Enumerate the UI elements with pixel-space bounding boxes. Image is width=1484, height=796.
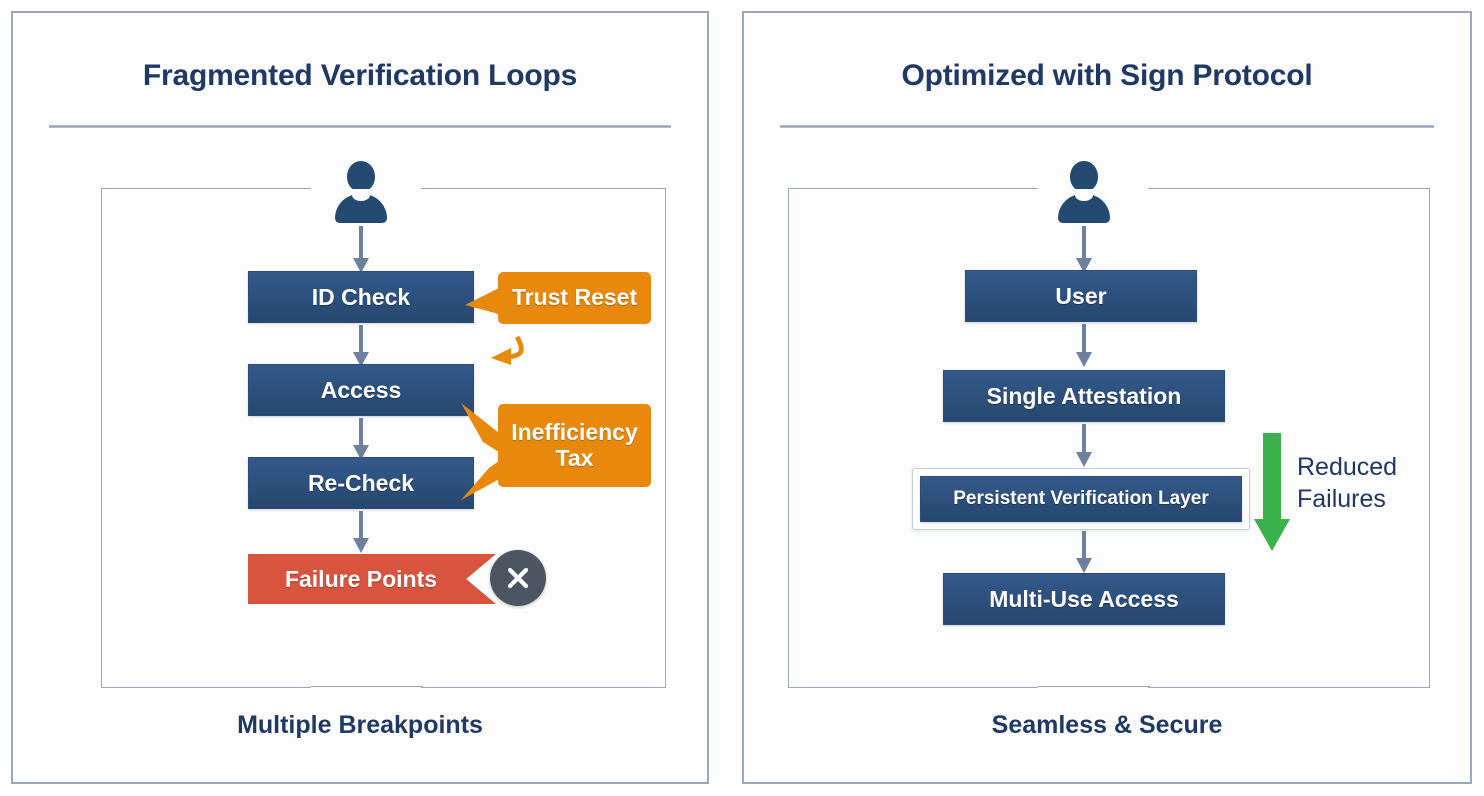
side-note-reduced-failures: Reduced Failures: [1297, 451, 1397, 515]
callout-label-line1: Inefficiency: [511, 418, 638, 445]
step-label: Persistent Verification Layer: [953, 488, 1209, 509]
connector-avatar-to-user: [1076, 226, 1092, 273]
callout-label-line2: Tax: [555, 444, 594, 471]
connector-access-to-recheck: [353, 418, 369, 460]
connector-idcheck-to-access: [353, 325, 369, 367]
step-label: Single Attestation: [986, 382, 1182, 409]
step-box-re-check[interactable]: Re-Check: [248, 457, 474, 509]
title-divider-left: [49, 125, 671, 128]
step-label: User: [1055, 282, 1107, 309]
title-divider-right: [780, 125, 1434, 128]
inner-frame-bottom-bridge: [311, 686, 423, 688]
inner-frame-left-segment: [788, 188, 1038, 688]
panel-optimized-sign-protocol: Optimized with Sign Protocol User Sing: [742, 11, 1472, 784]
x-cross-icon: [490, 550, 546, 606]
down-arrow-green-icon: [1254, 433, 1290, 551]
avatar-head: [1070, 161, 1098, 192]
connector-attestation-to-persistent-layer: [1076, 424, 1092, 467]
step-label: Access: [320, 376, 402, 403]
connector-persistent-layer-to-multiuse: [1076, 531, 1092, 573]
step-label: Re-Check: [307, 469, 415, 496]
avatar-neck-notch: [1075, 189, 1093, 201]
step-label: ID Check: [311, 283, 411, 310]
step-box-inner: Persistent Verification Layer: [920, 476, 1242, 522]
avatar-head: [347, 161, 375, 192]
failure-points-label: Failure Points: [284, 565, 438, 592]
x-cross-glyph: [507, 567, 529, 589]
step-box-persistent-verification-layer[interactable]: Persistent Verification Layer: [912, 468, 1250, 530]
callout-trust-reset[interactable]: Trust Reset: [498, 272, 651, 324]
step-box-id-check[interactable]: ID Check: [248, 271, 474, 323]
step-box-multi-use-access[interactable]: Multi-Use Access: [943, 573, 1225, 625]
page-title-left: Fragmented Verification Loops: [142, 59, 578, 92]
caption-left: Multiple Breakpoints: [237, 711, 483, 739]
callout-background: [498, 404, 651, 487]
page-title-right: Optimized with Sign Protocol: [901, 59, 1313, 92]
user-person-icon: [1056, 161, 1112, 223]
failure-points-ribbon[interactable]: Failure Points: [248, 554, 496, 604]
inner-frame-bottom-bridge: [1038, 686, 1150, 688]
callout-label: Trust Reset: [511, 284, 638, 311]
inner-frame-right-segment: [1148, 188, 1430, 688]
callout-tails-inefficiency-tax: [461, 403, 505, 500]
connector-recheck-to-failure: [353, 511, 369, 553]
step-box-access[interactable]: Access: [248, 364, 474, 416]
panel-fragmented-verification: Fragmented Verification Loops ID Check: [11, 11, 709, 784]
user-person-icon: [333, 161, 389, 223]
inner-frame-left-segment: [101, 188, 311, 688]
step-box-single-attestation[interactable]: Single Attestation: [943, 370, 1225, 422]
inner-frame-right-segment: [421, 188, 666, 688]
callout-inefficiency-tax[interactable]: Inefficiency Tax: [498, 404, 651, 487]
callout-background: [498, 272, 651, 324]
side-note-line1: Reduced: [1297, 453, 1398, 481]
connector-avatar-to-idcheck: [353, 226, 369, 273]
step-box-user[interactable]: User: [965, 270, 1197, 322]
caption-right: Seamless & Secure: [991, 711, 1223, 739]
side-note-line2: Failures: [1297, 485, 1386, 513]
step-label: Multi-Use Access: [989, 585, 1179, 612]
connector-user-to-attestation: [1076, 324, 1092, 367]
avatar-neck-notch: [352, 189, 370, 201]
